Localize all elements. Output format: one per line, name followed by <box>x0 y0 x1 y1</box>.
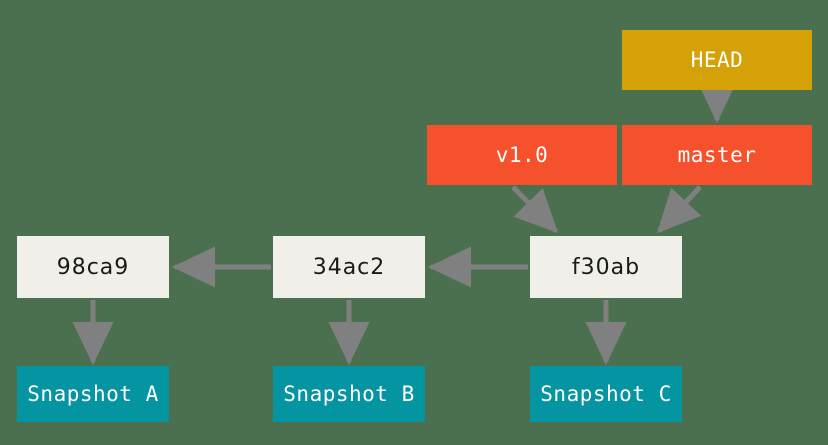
node-snapshot-c[interactable]: Snapshot C <box>530 366 682 422</box>
node-snapshot-a[interactable]: Snapshot A <box>17 366 169 422</box>
edge-master-to-f30ab <box>656 185 702 234</box>
node-tag-v1.0[interactable]: v1.0 <box>427 125 617 185</box>
node-snapshot-b[interactable]: Snapshot B <box>273 366 425 422</box>
node-commit-34ac2[interactable]: 34ac2 <box>273 236 425 298</box>
node-commit-98ca9[interactable]: 98ca9 <box>17 236 169 298</box>
node-branch-master[interactable]: master <box>622 125 812 185</box>
node-commit-f30ab[interactable]: f30ab <box>530 236 682 298</box>
node-head[interactable]: HEAD <box>622 30 812 90</box>
edge-v1.0-to-f30ab <box>511 185 559 234</box>
